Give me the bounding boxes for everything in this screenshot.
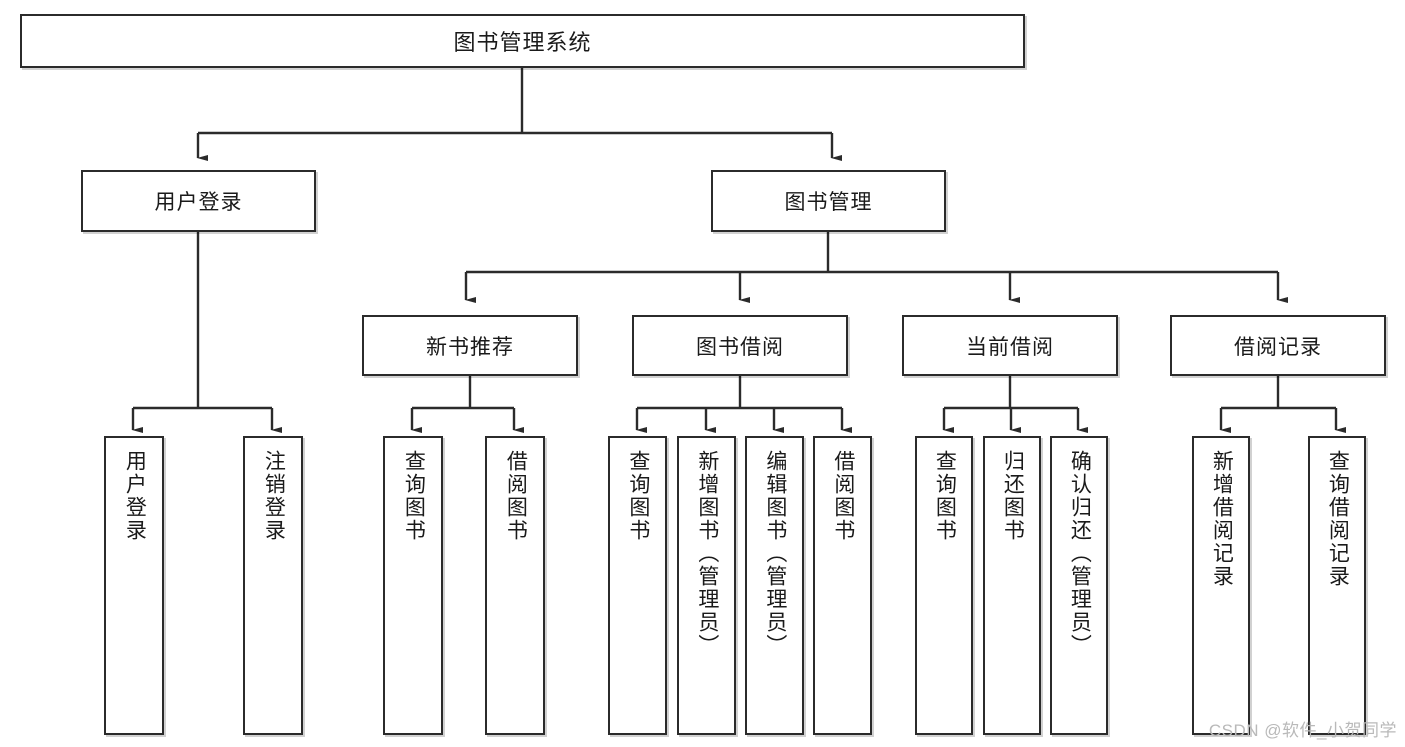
- node-leaf-query-book-3[interactable]: 查询图书: [915, 436, 973, 735]
- watermark: CSDN @软件_小贺同学: [1208, 721, 1397, 740]
- node-leaf-user-login-label: 用户登录: [123, 450, 147, 542]
- node-leaf-query-record-label: 查询借阅记录: [1326, 450, 1350, 588]
- node-new-book-rec-label: 新书推荐: [426, 335, 514, 359]
- node-leaf-borrow-book-2[interactable]: 借阅图书: [813, 436, 872, 735]
- node-leaf-borrow-book-2-label: 借阅图书: [831, 450, 855, 542]
- node-leaf-query-book-3-label: 查询图书: [933, 450, 957, 542]
- node-new-book-rec[interactable]: 新书推荐: [362, 315, 578, 376]
- node-leaf-borrow-book-1-label: 借阅图书: [504, 450, 528, 542]
- node-book-manage-label: 图书管理: [784, 191, 873, 214]
- node-leaf-return-book[interactable]: 归还图书: [983, 436, 1041, 735]
- node-root-label: 图书管理系统: [453, 30, 592, 55]
- node-root[interactable]: 图书管理系统: [20, 14, 1025, 68]
- node-leaf-edit-book-label: 编辑图书（管理员）: [763, 450, 787, 657]
- node-leaf-borrow-book-1[interactable]: 借阅图书: [485, 436, 545, 735]
- node-leaf-query-book-1-label: 查询图书: [402, 450, 426, 542]
- node-leaf-query-book-2[interactable]: 查询图书: [608, 436, 667, 735]
- node-leaf-confirm-return-label: 确认归还（管理员）: [1068, 450, 1092, 657]
- node-leaf-return-book-label: 归还图书: [1001, 450, 1025, 542]
- node-leaf-user-login[interactable]: 用户登录: [104, 436, 164, 735]
- node-leaf-add-record-label: 新增借阅记录: [1210, 450, 1234, 588]
- node-leaf-logout-label: 注销登录: [262, 450, 286, 542]
- node-borrow-record-label: 借阅记录: [1234, 335, 1322, 359]
- node-user-login[interactable]: 用户登录: [81, 170, 316, 232]
- node-leaf-add-book[interactable]: 新增图书（管理员）: [677, 436, 736, 735]
- node-current-borrow[interactable]: 当前借阅: [902, 315, 1118, 376]
- node-leaf-query-book-2-label: 查询图书: [626, 450, 650, 542]
- node-user-login-label: 用户登录: [154, 191, 243, 214]
- node-current-borrow-label: 当前借阅: [966, 335, 1054, 359]
- node-borrow-record[interactable]: 借阅记录: [1170, 315, 1386, 376]
- node-leaf-confirm-return[interactable]: 确认归还（管理员）: [1050, 436, 1108, 735]
- node-leaf-add-record[interactable]: 新增借阅记录: [1192, 436, 1250, 735]
- node-leaf-edit-book[interactable]: 编辑图书（管理员）: [745, 436, 804, 735]
- node-leaf-query-record[interactable]: 查询借阅记录: [1308, 436, 1366, 735]
- node-book-manage[interactable]: 图书管理: [711, 170, 946, 232]
- node-book-borrow[interactable]: 图书借阅: [632, 315, 848, 376]
- node-leaf-query-book-1[interactable]: 查询图书: [383, 436, 443, 735]
- node-leaf-add-book-label: 新增图书（管理员）: [695, 450, 719, 657]
- node-book-borrow-label: 图书借阅: [696, 335, 784, 359]
- node-leaf-logout[interactable]: 注销登录: [243, 436, 303, 735]
